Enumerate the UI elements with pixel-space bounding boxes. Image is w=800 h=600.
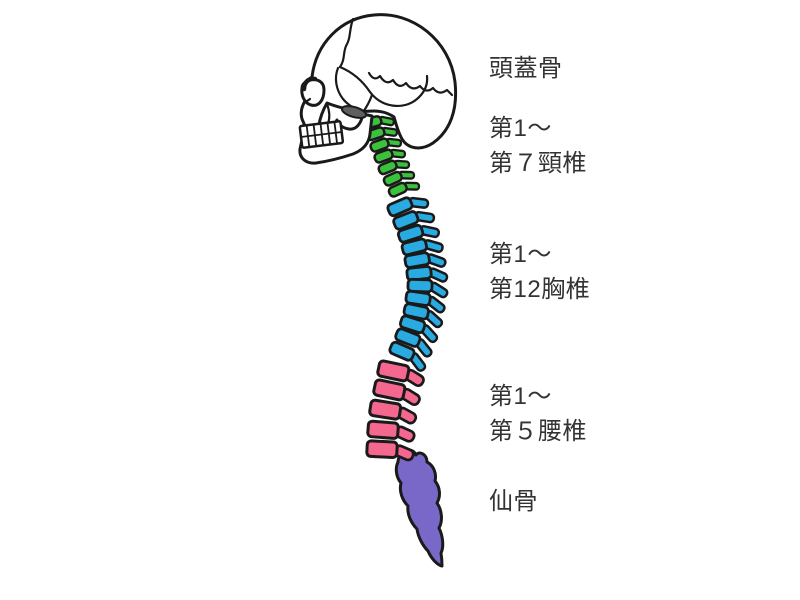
label-line: 第７頸椎 [489, 150, 587, 177]
thoracic-vertebra [403, 251, 447, 269]
thoracic-vertebra [396, 223, 441, 244]
thoracic-vertebra [388, 340, 427, 372]
label-line: 第1〜 [489, 383, 552, 410]
thoracic-vertebra [400, 237, 444, 257]
label-skull: 頭蓋骨 [489, 51, 563, 86]
thoracic-vertebra [402, 302, 444, 329]
tooth-gap [326, 123, 331, 145]
thoracic-vertebra [392, 210, 436, 231]
cervical-vertebrae [362, 115, 421, 198]
thoracic-vertebrae [386, 196, 449, 372]
thoracic-vertebra [398, 314, 439, 344]
lumbar-vertebra [368, 398, 418, 425]
label-line: 頭蓋骨 [489, 55, 563, 82]
sacrum-bone [394, 448, 445, 568]
tooth-gap [312, 124, 318, 146]
sacrum-shape [394, 448, 445, 568]
label-line: 第５腰椎 [489, 418, 587, 445]
lumbar-vertebra [366, 419, 416, 443]
lumbar-vertebra [376, 359, 425, 388]
tooth-gap [319, 123, 325, 145]
squamosal-suture [338, 65, 429, 107]
thoracic-vertebra [406, 277, 449, 299]
coronal-suture [338, 17, 355, 69]
label-lumbar: 第1〜 第５腰椎 [489, 379, 587, 449]
thoracic-vertebra [386, 196, 430, 218]
skull-teeth [298, 120, 345, 149]
nasal-notch [302, 97, 312, 105]
label-line: 第1〜 [489, 115, 552, 142]
brow-ridge [301, 76, 318, 92]
cervical-vertebra [387, 181, 421, 198]
label-line: 第12胸椎 [489, 276, 591, 303]
cervical-vertebra [382, 170, 416, 187]
thoracic-vertebra [394, 327, 433, 358]
label-thoracic: 第1〜 第12胸椎 [489, 237, 590, 307]
tooth-gap [333, 122, 338, 144]
lumbar-vertebra [365, 439, 415, 462]
cheek-line [325, 102, 331, 126]
skull-cranium [299, 13, 458, 150]
lumbar-vertebrae [365, 359, 425, 462]
lumbar-vertebra [372, 378, 421, 407]
lambdoid-suture [367, 71, 454, 97]
cervical-vertebra [373, 148, 407, 164]
label-line: 第1〜 [489, 241, 552, 268]
tooth-gap [305, 125, 311, 147]
ear-canal-shadow [340, 105, 368, 119]
cervical-vertebra [369, 137, 403, 153]
label-cervical: 第1〜 第７頸椎 [489, 111, 587, 181]
label-line: 仙骨 [489, 488, 538, 515]
label-sacrum: 仙骨 [489, 484, 538, 519]
cervical-vertebra [377, 159, 411, 176]
